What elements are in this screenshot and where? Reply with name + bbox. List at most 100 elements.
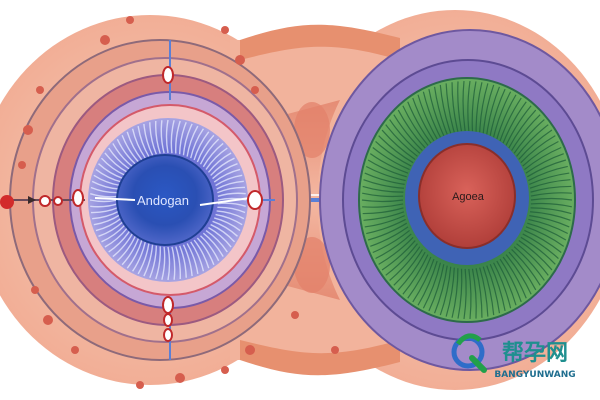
rightRays-stroke	[439, 84, 452, 134]
leftRays-stroke	[98, 163, 124, 180]
leftRays-stroke	[137, 243, 150, 275]
rightRays-stroke	[367, 222, 408, 241]
leftRays-stroke	[186, 125, 199, 157]
leftRays-stroke	[143, 123, 154, 156]
leftRays-stroke	[104, 152, 128, 173]
leftRays-stroke	[91, 180, 120, 190]
rightRays-stroke	[364, 172, 405, 185]
leftRays-stroke	[178, 121, 187, 155]
leftRays-stroke	[121, 135, 140, 163]
rightRays-stroke	[505, 254, 532, 295]
rightRays-stroke	[407, 101, 432, 144]
rightRays-stroke	[508, 109, 537, 149]
rightRays-stroke	[489, 264, 506, 312]
leftRays-stroke	[89, 199, 119, 203]
rightRays-stroke	[367, 159, 407, 178]
leftRays-stroke	[132, 241, 146, 272]
leftRays-stroke	[202, 232, 224, 257]
leftRays-stroke	[202, 142, 224, 168]
leftRays-stroke	[155, 246, 161, 280]
rightRays-stroke	[362, 207, 404, 215]
rightRays-stroke	[412, 258, 435, 303]
rightRays-stroke	[528, 218, 569, 235]
rightRays-stroke	[378, 135, 414, 164]
rightRays-stroke	[530, 185, 572, 193]
leftRays-stroke	[217, 192, 246, 197]
leftRays-stroke	[126, 131, 143, 161]
rightRays-stroke	[389, 119, 421, 154]
rightRays-stroke	[412, 97, 435, 142]
rightRays-stroke	[451, 82, 459, 132]
leftRays-stroke	[167, 246, 171, 281]
rightRays-stroke	[511, 249, 541, 286]
rightRays-stroke	[528, 165, 568, 182]
leftRays-stroke	[215, 174, 243, 187]
leftRays-stroke	[212, 220, 238, 237]
rightRays-stroke	[457, 81, 463, 132]
rightRays-stroke	[502, 101, 527, 144]
leftRays-stroke	[161, 246, 166, 280]
rightRays-stroke	[527, 222, 567, 241]
leftRays-stroke	[112, 143, 134, 168]
rightRays-stroke	[471, 81, 477, 132]
left-red-node	[0, 195, 14, 209]
rightRays-stroke	[433, 265, 448, 314]
rightRays-stroke	[362, 185, 404, 193]
rightRays-stroke	[489, 88, 506, 136]
rightRays-stroke	[393, 114, 423, 151]
rightRays-stroke	[479, 267, 489, 317]
rightRays-stroke	[417, 94, 438, 140]
leftRays-stroke	[193, 239, 210, 269]
leftRays-stroke	[216, 210, 245, 220]
rightRays-stroke	[370, 226, 409, 247]
rightRays-stroke	[522, 140, 559, 167]
rightRays-stroke	[402, 105, 429, 146]
rightRays-stroke	[486, 86, 501, 135]
tissue-cells	[18, 16, 339, 389]
leftRays-stroke	[95, 217, 123, 232]
leftRays-stroke	[213, 168, 241, 183]
right-rays	[361, 80, 573, 320]
leftRays-stroke	[154, 120, 161, 154]
rightRays-stroke	[530, 211, 571, 221]
leftRays-stroke	[175, 120, 181, 154]
rightRays-stroke	[463, 268, 467, 320]
rightRays-stroke	[462, 80, 466, 132]
rightRays-stroke	[520, 135, 556, 164]
leftRays-stroke	[108, 230, 131, 253]
leftRays-stroke	[175, 246, 182, 280]
rightRays-stroke	[366, 218, 406, 235]
rightRays-stroke	[499, 258, 522, 303]
leftRays-stroke	[215, 213, 243, 226]
leftRays-stroke	[92, 210, 120, 220]
rightRays-stroke	[530, 192, 572, 197]
watermark-logo-icon	[451, 333, 487, 373]
leftRays-stroke	[210, 223, 236, 243]
leftRays-stroke	[182, 123, 193, 156]
rightRays-stroke	[417, 260, 438, 306]
rightRays-stroke	[363, 211, 405, 221]
leftRays-stroke	[131, 128, 146, 159]
rightRays-stroke	[529, 172, 570, 185]
rightRays-stroke	[451, 268, 459, 318]
leftRays-stroke	[190, 241, 205, 272]
rightRays-stroke	[486, 265, 501, 314]
leftRays-stroke	[112, 232, 134, 258]
right-structure: Agoea	[319, 29, 600, 371]
leftRays-stroke	[196, 134, 215, 163]
leftRays-stroke	[171, 246, 176, 280]
rightRays-stroke	[499, 97, 522, 142]
rightRays-stroke	[393, 249, 423, 286]
leftRays-stroke	[98, 220, 124, 237]
rightRays-stroke	[493, 91, 512, 138]
rightRays-stroke	[529, 215, 570, 228]
leftRays-stroke	[170, 120, 175, 154]
rightRays-stroke	[482, 266, 495, 316]
rightRays-stroke	[428, 264, 445, 312]
rightRays-stroke	[372, 229, 410, 254]
rightRays-stroke	[526, 159, 567, 178]
leftRays-stroke	[95, 168, 122, 183]
rightRays-stroke	[433, 86, 448, 135]
